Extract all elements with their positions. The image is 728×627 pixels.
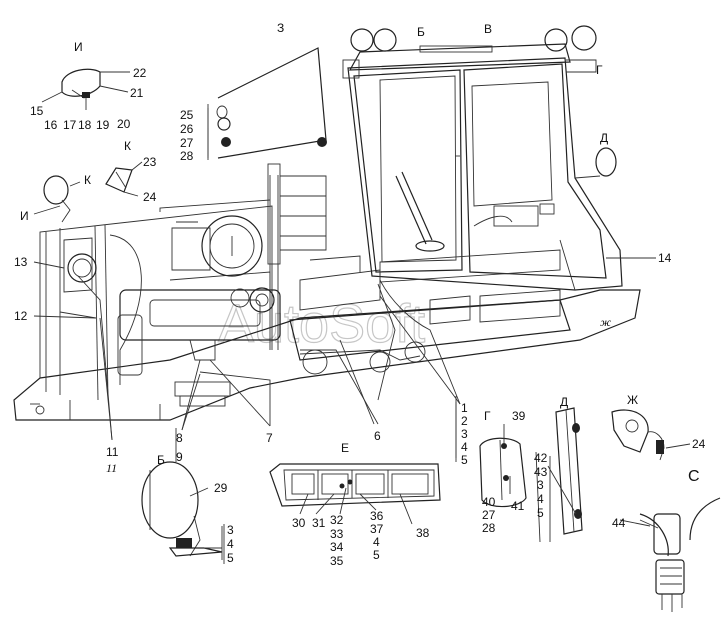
label-section-zh-detail: Ж xyxy=(627,393,638,407)
callout-5: 5 xyxy=(461,453,468,467)
wiring-harness xyxy=(59,239,576,441)
callout-4: 4 xyxy=(461,440,468,454)
callout-41: 41 xyxy=(511,499,525,513)
callout-14: 14 xyxy=(658,251,672,265)
callout-43: 43 xyxy=(534,465,548,479)
side-light xyxy=(595,147,617,177)
callout-44: 44 xyxy=(612,516,626,530)
leader-lines xyxy=(33,128,691,560)
roof-light-left xyxy=(350,28,374,52)
roof-light-left-2 xyxy=(373,28,397,52)
callout-5-b: 5 xyxy=(227,551,234,565)
callout-37: 37 xyxy=(370,522,384,536)
callout-13: 13 xyxy=(14,255,28,269)
callout-4-d: 4 xyxy=(537,492,544,506)
callout-12: 12 xyxy=(14,309,28,323)
label-section-i: И xyxy=(74,40,83,54)
callout-3: 3 xyxy=(461,427,468,441)
detail-E-tray xyxy=(269,463,441,507)
label-section-d-detail: Д xyxy=(560,395,568,409)
callout-35: 35 xyxy=(330,554,344,568)
callout-22: 22 xyxy=(133,66,147,80)
callout-19: 19 xyxy=(96,118,110,132)
callout-34: 34 xyxy=(330,540,344,554)
detail-B-headlamp xyxy=(141,461,223,557)
callout-24-top: 24 xyxy=(143,190,157,204)
label-section-b-top: Б xyxy=(417,25,425,39)
callout-4-e: 4 xyxy=(373,535,380,549)
callout-27-g: 27 xyxy=(482,508,496,522)
callout-30: 30 xyxy=(292,516,306,530)
callout-3-d: 3 xyxy=(537,478,544,492)
callout-28-g: 28 xyxy=(482,521,496,535)
detail-Z-bracket xyxy=(207,47,327,159)
callout-33: 33 xyxy=(330,527,344,541)
label-section-z: З xyxy=(277,21,284,35)
label-section-v: В xyxy=(484,22,492,36)
callout-38: 38 xyxy=(416,526,430,540)
callout-16: 16 xyxy=(44,118,58,132)
detail-D-rail xyxy=(555,407,583,535)
callout-21: 21 xyxy=(130,86,144,100)
callout-7: 7 xyxy=(266,431,273,445)
callout-27-z: 27 xyxy=(180,136,194,150)
label-section-s-detail: С xyxy=(688,468,700,485)
callout-3-b: 3 xyxy=(227,523,234,537)
detail-G-light xyxy=(479,437,527,508)
callout-5-d: 5 xyxy=(537,506,544,520)
callout-18: 18 xyxy=(78,118,92,132)
operator-cab xyxy=(342,25,623,291)
air-filter xyxy=(201,215,263,277)
callout-6: 6 xyxy=(374,429,381,443)
label-section-b-detail: Б xyxy=(157,453,165,467)
label-section-i-small: И xyxy=(20,209,29,223)
label-section-k-small: К xyxy=(84,173,91,187)
callout-26: 26 xyxy=(180,122,194,136)
callout-9: 9 xyxy=(176,450,183,464)
callout-2: 2 xyxy=(461,414,468,428)
roof-light-right xyxy=(544,28,568,52)
label-section-zh-low: ж xyxy=(600,315,611,329)
callout-36: 36 xyxy=(370,509,384,523)
callout-4-b: 4 xyxy=(227,537,234,551)
work-lamp-left xyxy=(33,175,81,223)
callout-11-italic: 11 xyxy=(106,461,117,475)
callout-25: 25 xyxy=(180,108,194,122)
callout-8: 8 xyxy=(176,431,183,445)
label-section-e-detail: Е xyxy=(341,441,349,455)
label-section-d-top: Д xyxy=(600,131,608,145)
callout-28-z: 28 xyxy=(180,149,194,163)
callout-31: 31 xyxy=(312,516,326,530)
callout-20: 20 xyxy=(117,117,131,131)
label-section-g-detail: Г xyxy=(484,409,491,423)
callout-15: 15 xyxy=(30,104,44,118)
callout-1: 1 xyxy=(461,401,468,415)
roof-light-right-2 xyxy=(571,25,597,51)
callout-17: 17 xyxy=(63,118,77,132)
headlight-front xyxy=(67,253,97,283)
detail-I-lamp xyxy=(41,68,130,110)
callout-40: 40 xyxy=(482,495,496,509)
machine-body xyxy=(13,163,641,421)
detail-S-connector xyxy=(619,497,721,612)
label-section-k: К xyxy=(124,139,131,153)
callout-11: 11 xyxy=(106,445,119,459)
detail-Zh-bracket xyxy=(611,409,665,461)
callout-23: 23 xyxy=(143,155,157,169)
watermark-text: AutoSoft xyxy=(218,294,425,354)
detail-K-lamp xyxy=(105,161,143,197)
callout-24-zh: 24 xyxy=(692,437,706,451)
label-section-g-top: Г xyxy=(596,63,603,77)
callout-42: 42 xyxy=(534,451,548,465)
callout-5-e: 5 xyxy=(373,548,380,562)
callout-32: 32 xyxy=(330,513,344,527)
callout-29: 29 xyxy=(214,481,228,495)
callout-39: 39 xyxy=(512,409,526,423)
